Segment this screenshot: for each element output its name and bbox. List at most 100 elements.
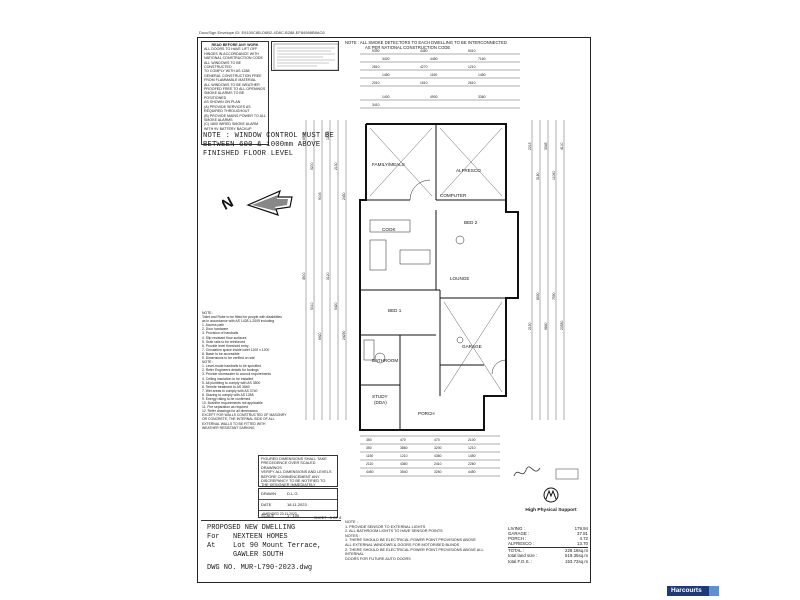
logo: High Physical Support <box>518 487 584 513</box>
left-note-line: 7. Wet areas to comply with AS 3740 <box>202 388 258 393</box>
design-note-line: NATIONAL CONSTRUCTION CODE <box>204 56 263 61</box>
dimension-label: 11000 <box>326 131 330 140</box>
design-notes-title: READ BEFORE ANY WORK <box>211 43 259 47</box>
room-bed2: BED 2 <box>464 220 478 225</box>
room-bed1: BED 1 <box>388 308 402 313</box>
dimension-label: 5200 <box>310 162 314 170</box>
left-note-line: as in accordance with AS 1428.1-2009 inc… <box>202 319 275 324</box>
ceiling-lines <box>369 127 503 393</box>
precedence-line: THE DESIGNER IMMEDIATELY <box>261 483 316 488</box>
dimension-label: 2010 <box>372 81 380 85</box>
signature-mark <box>513 466 541 477</box>
dimension-label: 3120 <box>326 272 330 280</box>
dimension-label: 2410 <box>434 462 442 466</box>
left-note-line: 3. Provision of handrails <box>202 331 239 336</box>
dimension-label: 7160 <box>478 57 486 61</box>
dimension-label: 5420 <box>334 302 338 310</box>
right-dimension-lines <box>531 120 565 420</box>
design-note-line: PROOFED FREE TO ALL OPENINGS <box>204 87 266 92</box>
right-dimension-labels: 2215318035451106041002150853098407590235… <box>528 142 564 330</box>
dimension-label: 2150 <box>528 322 532 330</box>
dimension-label: 1210 <box>400 454 408 458</box>
project-at-label: At <box>207 542 216 550</box>
dimension-label: 2260 <box>468 462 476 466</box>
dimension-label: 4360 <box>400 462 408 466</box>
dimension-label: 9005 <box>318 192 322 200</box>
design-note-line: FROM FLAMMABLE MATERIAL <box>204 78 257 83</box>
area-value: 153.72sq.m <box>565 558 588 564</box>
logo-icon <box>543 487 559 503</box>
dimension-label: 3260 <box>434 470 442 474</box>
dimension-label: 4450 <box>430 57 438 61</box>
dimension-label: 470 <box>400 438 406 442</box>
design-note-line: (A) PROVIDE SERVICES AS <box>204 104 251 109</box>
dimension-label: 1450 <box>478 73 486 77</box>
precedence-line: PRECEDENCE OVER SCALED DRAWINGS <box>261 461 316 470</box>
dimension-label: 2130 <box>334 162 338 170</box>
left-note-line: 6. Provide level threshold entry <box>202 343 249 348</box>
room-bathroom: BATHROOM <box>372 358 398 363</box>
dimension-label: 24290 <box>342 330 346 340</box>
left-note-line: 5. Grab rails to be reinforced <box>202 339 245 344</box>
bottom-note-line: 2. ALL BATHROOM LIGHTS TO HAVE SENSOR PO… <box>345 529 443 534</box>
bottom-note-line: 1. THERE SHOULD BE ELECTRICAL POWER POIN… <box>345 538 476 543</box>
area-row: TOTAL :229.18sq.m <box>508 547 588 553</box>
left-note-line: EXCEPT FOR WALLS CONSTRUCTED OF MASONRY <box>202 413 287 418</box>
docusign-envelope-id: DocuSign Envelope ID: E9100C8B-D6B2-4D8C… <box>199 30 325 35</box>
design-note-line: ALL WINDOWS TO BE WEATHER <box>204 82 260 87</box>
title-block-date: DATE 18.11.2023 <box>259 500 337 511</box>
area-label: TOTAL : <box>508 548 525 554</box>
dimension-label: 3200 <box>434 446 442 450</box>
left-note-line: Toilet and Robe to be fitted for people … <box>202 315 282 320</box>
design-note-line: REQUIRED THROUGHOUT <box>204 109 250 114</box>
left-note-line: 8. Glazing to comply with AS 1288 <box>202 392 254 397</box>
area-label: total F.O.S. : <box>508 558 533 564</box>
left-note-line: 7. Circulation space inside toilet 1200 … <box>202 347 270 352</box>
dimension-label: 2810 <box>372 65 380 69</box>
dimension-label: 1450 <box>382 73 390 77</box>
area-label: LIVING : <box>508 526 525 531</box>
left-note-line: 1. Level-mode handrails to be specified <box>202 364 261 369</box>
left-note-line: NOTE : <box>202 311 214 315</box>
room-lounge: LOUNGE <box>450 276 469 281</box>
fixtures <box>363 179 507 375</box>
left-note-line: EXTERNAL WALLS TO BE FITTED WITH <box>202 421 266 426</box>
area-label: PORCH : <box>508 536 527 542</box>
dimension-label: 9390 <box>372 49 380 53</box>
design-note-line: SMOKE ALARMS <box>204 117 233 122</box>
logo-name: High Physical Support <box>525 508 577 513</box>
area-row: ALFRESCO :13.70 <box>508 541 588 546</box>
area-value: 179.94 <box>574 526 588 531</box>
left-note-line: 2. Refer Engineers details for footings <box>202 368 259 373</box>
title-block-scale: SCALE 1 : 100 <box>261 512 300 518</box>
dimension-label: 3180 <box>536 172 540 180</box>
precedence-line: BEFORE COMMENCEMENT ANY <box>261 474 320 479</box>
stamp-graphic <box>273 43 339 71</box>
dimension-label: 2110 <box>366 462 373 466</box>
left-note-line: 8. Basin to be accessible <box>202 351 240 356</box>
dimension-label: 1610 <box>420 81 428 85</box>
left-note-line: 5. All plumbing to comply with AS 3500 <box>202 380 261 385</box>
left-note-line: 6. Termite treatment to AS 3660 <box>202 384 250 389</box>
dimension-label: 4100 <box>560 142 564 150</box>
dimension-label: 4450 <box>420 49 428 53</box>
dimension-label: 3545 <box>544 142 548 150</box>
area-row: LIVING : 179.94 <box>508 526 588 531</box>
left-dimension-labels: 6500520090051100021302430450050106920312… <box>302 131 346 340</box>
design-note-line: SMOKE ALARMS TO BE POSITIONED <box>204 91 245 100</box>
dimension-label: 1150 <box>366 454 373 458</box>
dimension-label: 1210 <box>468 446 476 450</box>
north-arrow-icon: N <box>222 189 293 216</box>
design-notes-lines: ALL DOORS TO HAVE LIFT OFF HINGES IN ACC… <box>204 47 266 131</box>
bottom-dimension-lines <box>360 435 500 477</box>
project-client: NEXTEEN HOMES <box>233 533 288 541</box>
dimension-label: 3860 <box>400 446 408 450</box>
design-note-line: TO COMPLY WITH AS 1288 <box>204 69 250 74</box>
area-value: 13.70 <box>577 541 588 547</box>
design-note-line: AS SHOWN ON PLAN <box>204 100 241 105</box>
dimension-label: 23550 <box>560 320 564 330</box>
dimension-label: 8530 <box>536 292 540 300</box>
